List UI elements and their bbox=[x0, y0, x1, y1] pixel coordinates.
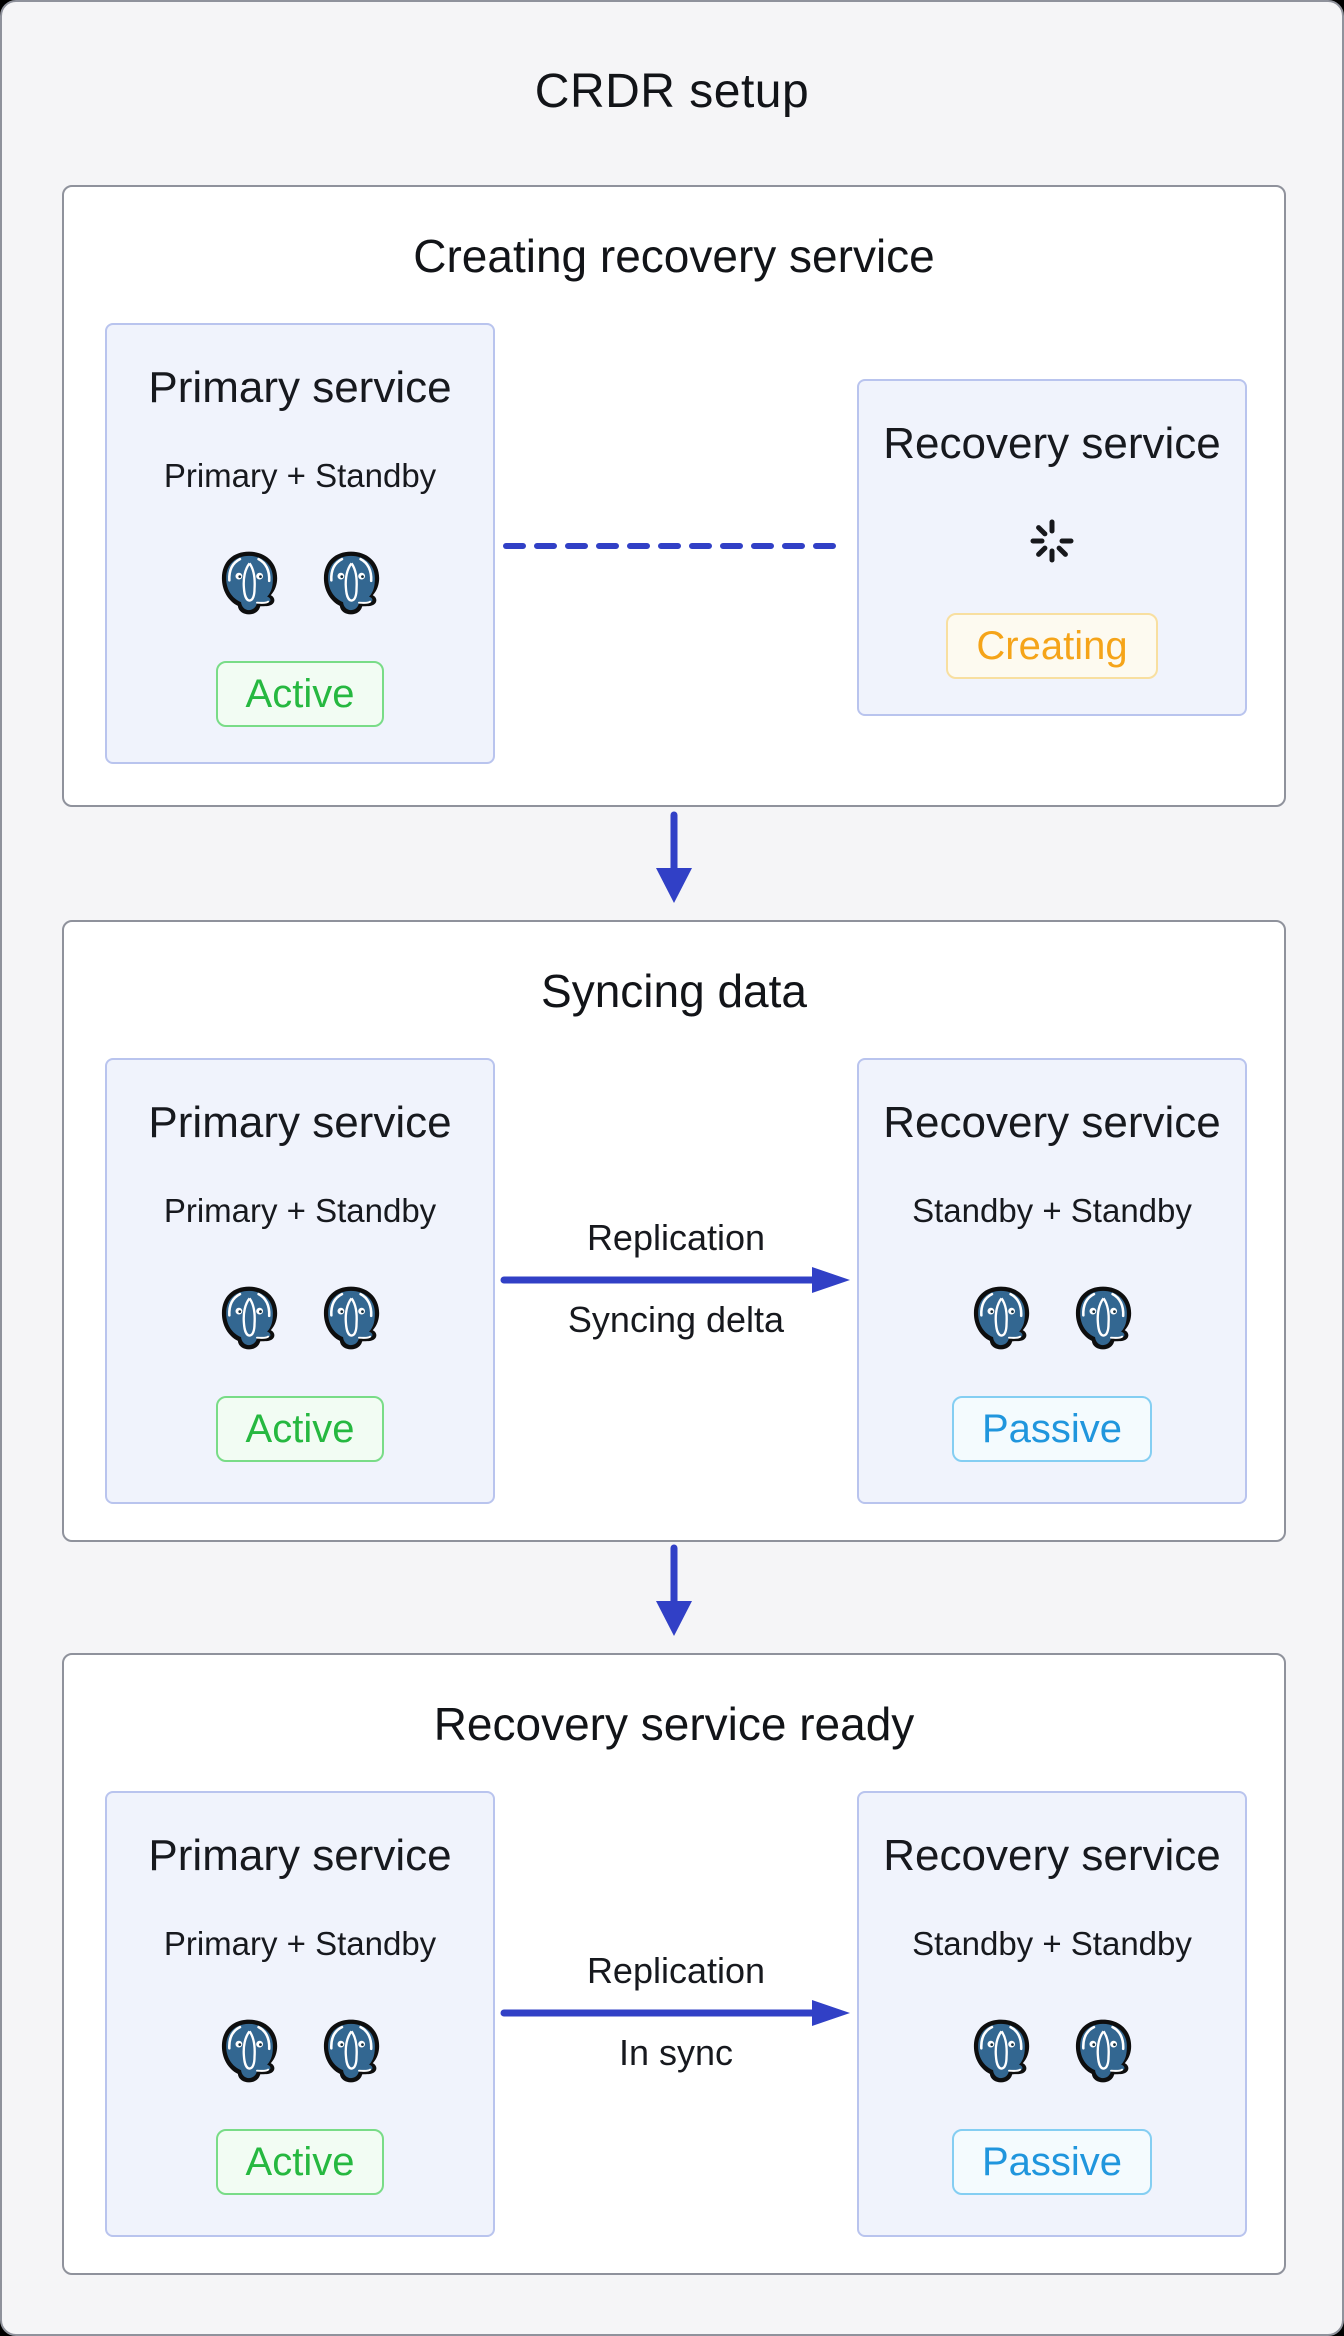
postgresql-elephant-icon bbox=[317, 549, 385, 617]
card-title: Recovery service bbox=[883, 1098, 1221, 1147]
card-title: Primary service bbox=[148, 363, 452, 412]
card-title: Primary service bbox=[148, 1098, 452, 1147]
right-arrow-icon bbox=[500, 1267, 850, 1293]
down-arrow-icon bbox=[656, 1544, 692, 1636]
right-arrow-icon bbox=[500, 2000, 850, 2026]
postgresql-elephant-icon bbox=[967, 1284, 1035, 1352]
replication-connector: Replication Syncing delta bbox=[494, 1216, 858, 1342]
diagram-title: CRDR setup bbox=[534, 65, 810, 118]
instance-icons-row bbox=[215, 2017, 385, 2085]
card-subtitle: Primary + Standby bbox=[163, 1925, 437, 1962]
stage-title: Recovery service ready bbox=[433, 1698, 915, 1750]
primary-service-card: Primary service Primary + Standby Active bbox=[105, 323, 495, 764]
down-arrow-icon bbox=[656, 811, 692, 903]
instance-icons-row bbox=[215, 549, 385, 617]
card-subtitle: Primary + Standby bbox=[163, 457, 437, 494]
primary-service-card: Primary service Primary + Standby Active bbox=[105, 1058, 495, 1504]
sync-state-label: Syncing delta bbox=[567, 1299, 785, 1340]
replication-label: Replication bbox=[586, 1217, 766, 1258]
instance-icons-row bbox=[967, 1284, 1137, 1352]
replication-connector: Replication In sync bbox=[494, 1949, 858, 2075]
recovery-service-card: Recovery service Creating bbox=[857, 379, 1247, 716]
spinner-icon bbox=[1030, 519, 1074, 563]
stage-title: Creating recovery service bbox=[413, 230, 935, 282]
stage-syncing-data: Syncing data Primary service Primary + S… bbox=[62, 920, 1286, 1542]
sync-state-label: In sync bbox=[618, 2032, 734, 2073]
replication-label: Replication bbox=[586, 1950, 766, 1991]
status-badge-active: Active bbox=[215, 1396, 385, 1462]
card-subtitle: Standby + Standby bbox=[912, 1192, 1192, 1229]
status-badge-active: Active bbox=[215, 2129, 385, 2195]
recovery-service-card: Recovery service Standby + Standby Passi… bbox=[857, 1791, 1247, 2237]
stage-creating-recovery-service: Creating recovery service Primary servic… bbox=[62, 185, 1286, 807]
stage-title: Syncing data bbox=[541, 965, 807, 1017]
stage-recovery-service-ready: Recovery service ready Primary service P… bbox=[62, 1653, 1286, 2275]
instance-icons-row bbox=[215, 1284, 385, 1352]
pending-connection-dashed-line bbox=[503, 543, 849, 549]
card-title: Primary service bbox=[148, 1831, 452, 1880]
postgresql-elephant-icon bbox=[967, 2017, 1035, 2085]
instance-icons-row bbox=[967, 2017, 1137, 2085]
postgresql-elephant-icon bbox=[1069, 1284, 1137, 1352]
postgresql-elephant-icon bbox=[215, 2017, 283, 2085]
card-subtitle: Primary + Standby bbox=[163, 1192, 437, 1229]
recovery-service-card: Recovery service Standby + Standby Passi… bbox=[857, 1058, 1247, 1504]
postgresql-elephant-icon bbox=[317, 2017, 385, 2085]
card-title: Recovery service bbox=[883, 1831, 1221, 1880]
postgresql-elephant-icon bbox=[215, 549, 283, 617]
status-badge-passive: Passive bbox=[951, 2129, 1153, 2195]
card-subtitle: Standby + Standby bbox=[912, 1925, 1192, 1962]
status-badge-passive: Passive bbox=[951, 1396, 1153, 1462]
status-badge-active: Active bbox=[215, 661, 385, 727]
status-badge-creating: Creating bbox=[946, 613, 1158, 679]
primary-service-card: Primary service Primary + Standby Active bbox=[105, 1791, 495, 2237]
card-title: Recovery service bbox=[883, 419, 1221, 468]
postgresql-elephant-icon bbox=[215, 1284, 283, 1352]
postgresql-elephant-icon bbox=[1069, 2017, 1137, 2085]
postgresql-elephant-icon bbox=[317, 1284, 385, 1352]
